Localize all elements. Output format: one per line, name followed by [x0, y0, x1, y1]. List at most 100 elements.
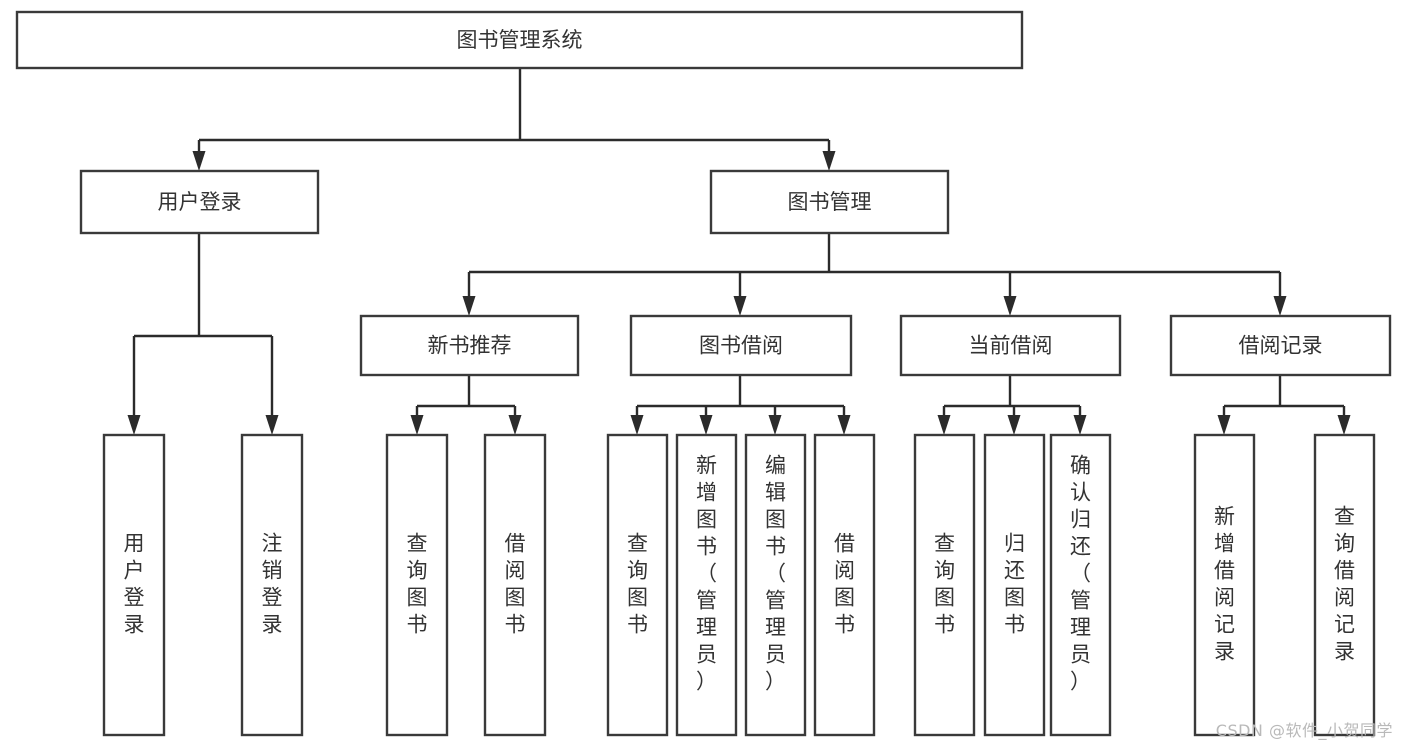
- node-box[interactable]: [483, 433, 547, 737]
- node-label-char: 销: [262, 559, 283, 583]
- node-label-char: 借: [1214, 559, 1235, 583]
- node-label-char: 员: [696, 643, 717, 667]
- node-book-borrow[interactable]: 图书借阅: [629, 314, 853, 377]
- node-label-char: 图: [407, 586, 428, 610]
- node-box[interactable]: [629, 314, 853, 377]
- node-label-char: 理: [696, 616, 717, 640]
- node-label-char: 阅: [505, 559, 526, 583]
- node-box[interactable]: [606, 433, 669, 737]
- node-label: 用户登录: [158, 190, 242, 214]
- node-box[interactable]: [709, 169, 950, 235]
- node-label-char: 书: [765, 535, 786, 559]
- node-label-char: 辑: [765, 481, 786, 505]
- node-label-char: 查: [407, 532, 428, 556]
- node-label-char: 还: [1070, 535, 1091, 559]
- arrow-head-icon: [265, 415, 279, 435]
- arrow-head-icon: [733, 296, 747, 316]
- node-box[interactable]: [675, 433, 738, 737]
- node-box[interactable]: [913, 433, 976, 737]
- node-box[interactable]: [385, 433, 449, 737]
- node-book-manage[interactable]: 图书管理: [709, 169, 950, 235]
- node-label-char: 还: [1004, 559, 1025, 583]
- node-label: 图书管理系统: [457, 28, 583, 52]
- arrow-head-icon: [837, 415, 851, 435]
- node-label-char: 管: [1070, 589, 1091, 613]
- node-box[interactable]: [102, 433, 166, 737]
- node-box[interactable]: [15, 10, 1024, 70]
- node-label-char: 增: [1214, 532, 1235, 556]
- node-box[interactable]: [240, 433, 304, 737]
- node-current-borrow[interactable]: 当前借阅: [899, 314, 1122, 377]
- node-box[interactable]: [359, 314, 580, 377]
- node-label-char: （: [696, 562, 717, 586]
- node-label: 图书借阅: [699, 334, 783, 358]
- node-label-char: 借: [834, 532, 855, 556]
- node-label-char: 记: [1214, 613, 1235, 637]
- node-box[interactable]: [1169, 314, 1392, 377]
- node-label-char: 登: [124, 586, 145, 610]
- node-label-char: 录: [262, 613, 283, 637]
- arrow-head-icon: [192, 151, 206, 171]
- node-user-login[interactable]: 用户登录: [79, 169, 320, 235]
- node-label-char: 询: [407, 559, 428, 583]
- node-label-char: 图: [1004, 586, 1025, 610]
- node-leaf-user-login[interactable]: 用户登录: [102, 433, 166, 737]
- node-label-char: 图: [834, 586, 855, 610]
- node-box[interactable]: [899, 314, 1122, 377]
- node-box[interactable]: [1193, 433, 1256, 737]
- node-label-char: 管: [765, 589, 786, 613]
- node-label: 新书推荐: [428, 334, 512, 358]
- arrow-head-icon: [937, 415, 951, 435]
- node-label-char: 录: [124, 613, 145, 637]
- node-new-book-rec[interactable]: 新书推荐: [359, 314, 580, 377]
- node-box[interactable]: [813, 433, 876, 737]
- node-box[interactable]: [1313, 433, 1376, 737]
- arrow-head-icon: [822, 151, 836, 171]
- node-box[interactable]: [1049, 433, 1112, 737]
- node-borrow-record[interactable]: 借阅记录: [1169, 314, 1392, 377]
- connector-group-user-login: [127, 233, 279, 435]
- node-label-char: 阅: [1334, 586, 1355, 610]
- node-box[interactable]: [983, 433, 1046, 737]
- node-label-char: 书: [834, 613, 855, 637]
- node-root[interactable]: 图书管理系统: [15, 10, 1024, 70]
- node-label-char: 员: [1070, 643, 1091, 667]
- node-label-char: 用: [124, 532, 145, 556]
- node-box[interactable]: [79, 169, 320, 235]
- arrow-head-icon: [1337, 415, 1351, 435]
- node-label-char: 询: [934, 559, 955, 583]
- arrow-head-icon: [1003, 296, 1017, 316]
- connector-layer: [127, 68, 1351, 435]
- node-label-char: （: [765, 562, 786, 586]
- node-label-char: 注: [262, 532, 283, 556]
- arrow-head-icon: [462, 296, 476, 316]
- node-label-char: ）: [765, 670, 786, 694]
- node-label-char: 查: [627, 532, 648, 556]
- node-box[interactable]: [744, 433, 807, 737]
- node-label-char: 书: [505, 613, 526, 637]
- node-label-char: 理: [1070, 616, 1091, 640]
- node-label-char: 书: [627, 613, 648, 637]
- node-label-char: 图: [765, 508, 786, 532]
